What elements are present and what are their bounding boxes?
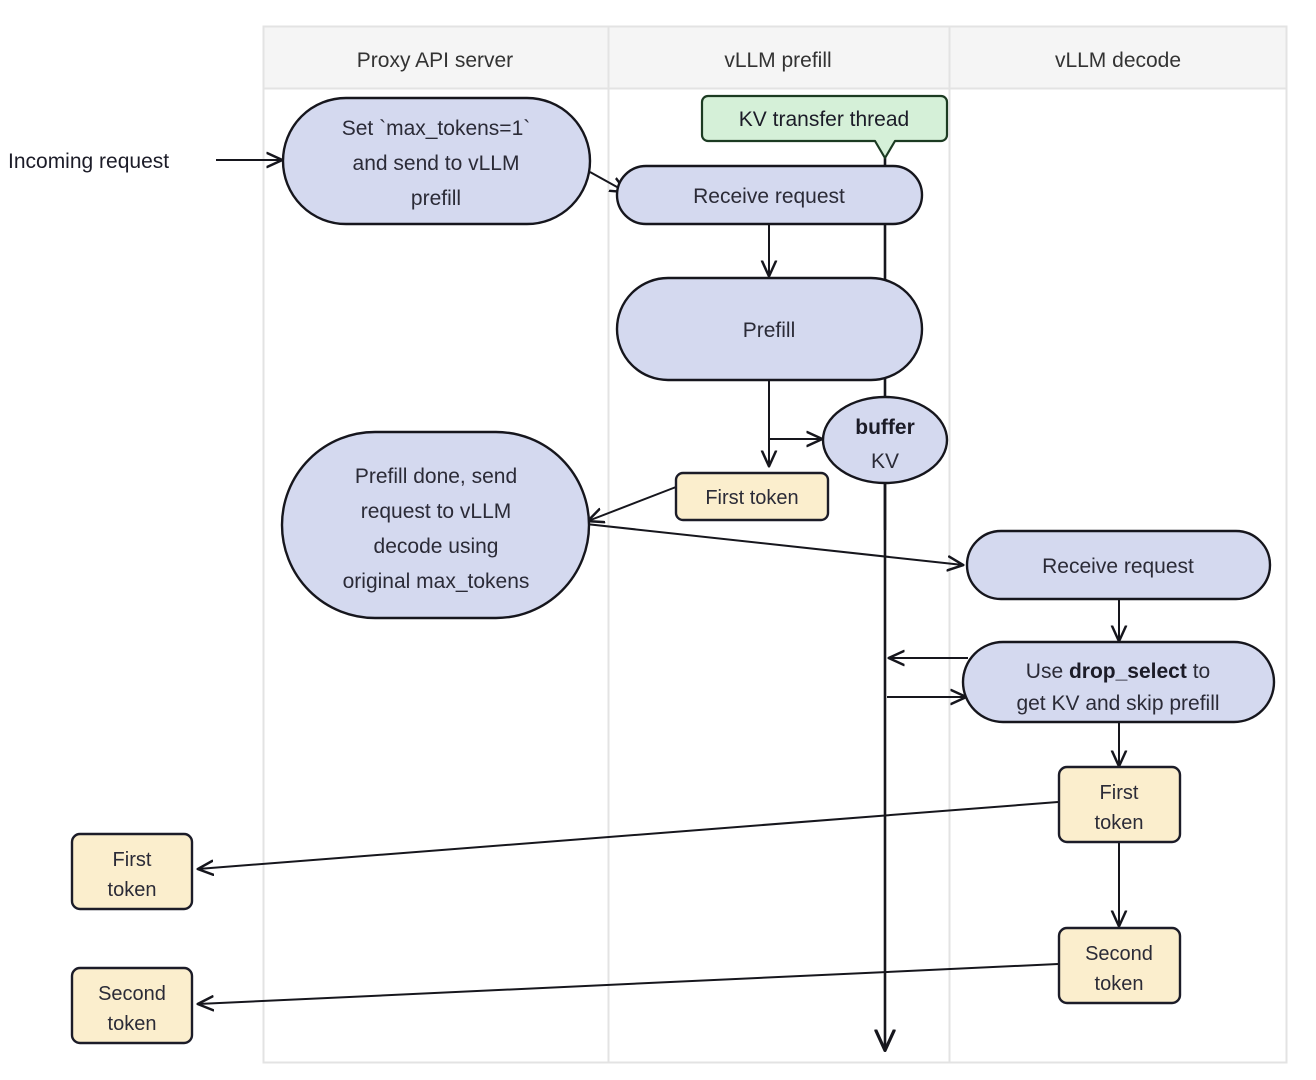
node-client-second-token-line2: token bbox=[108, 1013, 157, 1035]
node-set-max-tokens-line2: and send to vLLM bbox=[353, 152, 520, 175]
node-drop-select-suffix: to bbox=[1187, 660, 1210, 683]
node-drop-select-line2: get KV and skip prefill bbox=[1016, 692, 1219, 715]
node-decode-first-token[interactable]: First token bbox=[1057, 765, 1182, 844]
lane-header-prefill: vLLM prefill bbox=[724, 49, 831, 72]
incoming-request-text: Incoming request bbox=[8, 150, 169, 173]
node-decode-second-token-line1: Second bbox=[1085, 943, 1153, 965]
node-set-max-tokens[interactable]: Set `max_tokens=1` and send to vLLM pref… bbox=[281, 96, 592, 226]
node-drop-select-prefix: Use bbox=[1026, 660, 1069, 683]
node-decode-second-token[interactable]: Second token bbox=[1057, 926, 1182, 1005]
node-drop-select-bold: drop_select bbox=[1069, 660, 1187, 683]
node-kv-transfer-thread-label: KV transfer thread bbox=[739, 108, 909, 131]
node-client-first-token-line1: First bbox=[113, 849, 152, 871]
node-drop-select-line1: Use drop_select to bbox=[1026, 660, 1210, 683]
node-decode-receive-request[interactable]: Receive request bbox=[965, 529, 1272, 601]
edge-decode-second-to-client-second bbox=[198, 963, 1059, 1004]
node-prefill-done-line3: decode using bbox=[374, 535, 499, 558]
edge-prefill-done-to-decode-receive bbox=[585, 523, 963, 565]
node-decode-receive-request-label: Receive request bbox=[1042, 555, 1194, 578]
node-kv-transfer-thread[interactable]: KV transfer thread bbox=[700, 94, 949, 160]
lane-header-proxy: Proxy API server bbox=[357, 49, 513, 72]
node-prefill-label: Prefill bbox=[743, 319, 796, 342]
node-buffer-kv-label-bold: buffer bbox=[855, 416, 915, 439]
node-prefill-receive-request-label: Receive request bbox=[693, 185, 845, 208]
node-decode-first-token-line2: token bbox=[1095, 812, 1144, 834]
lane-dividers bbox=[607, 26, 951, 1063]
node-client-second-token[interactable]: Second token bbox=[70, 966, 194, 1045]
node-set-max-tokens-line1: Set `max_tokens=1` bbox=[342, 117, 531, 140]
node-drop-select[interactable]: Use drop_select to get KV and skip prefi… bbox=[961, 640, 1276, 724]
node-client-first-token[interactable]: First token bbox=[70, 832, 194, 911]
lane-header-decode: vLLM decode bbox=[1055, 49, 1181, 72]
lane-header-label-proxy: Proxy API server bbox=[357, 49, 513, 72]
node-prefill-first-token-label: First token bbox=[705, 487, 798, 509]
node-prefill-done-line1: Prefill done, send bbox=[355, 465, 517, 488]
edge-first-token-to-prefill-done bbox=[588, 486, 677, 521]
node-prefill-done[interactable]: Prefill done, send request to vLLM decod… bbox=[280, 430, 591, 620]
incoming-request-label: Incoming request bbox=[8, 150, 169, 173]
lane-header-label-prefill: vLLM prefill bbox=[724, 49, 831, 72]
node-client-first-token-line2: token bbox=[108, 879, 157, 901]
node-prefill-done-line4: original max_tokens bbox=[343, 570, 530, 593]
node-buffer-kv-label-plain: KV bbox=[871, 450, 899, 473]
node-decode-first-token-line1: First bbox=[1100, 782, 1139, 804]
node-prefill-done-line2: request to vLLM bbox=[361, 500, 512, 523]
edge-decode-first-to-client-first bbox=[198, 801, 1059, 869]
node-buffer-kv[interactable]: buffer KV bbox=[821, 395, 949, 485]
lane-header-label-decode: vLLM decode bbox=[1055, 49, 1181, 72]
node-client-second-token-line1: Second bbox=[98, 983, 166, 1005]
node-decode-second-token-line2: token bbox=[1095, 973, 1144, 995]
node-prefill-first-token[interactable]: First token bbox=[674, 471, 830, 522]
node-set-max-tokens-line3: prefill bbox=[411, 187, 461, 210]
node-prefill[interactable]: Prefill bbox=[615, 276, 924, 382]
node-prefill-receive-request[interactable]: Receive request bbox=[615, 164, 924, 226]
